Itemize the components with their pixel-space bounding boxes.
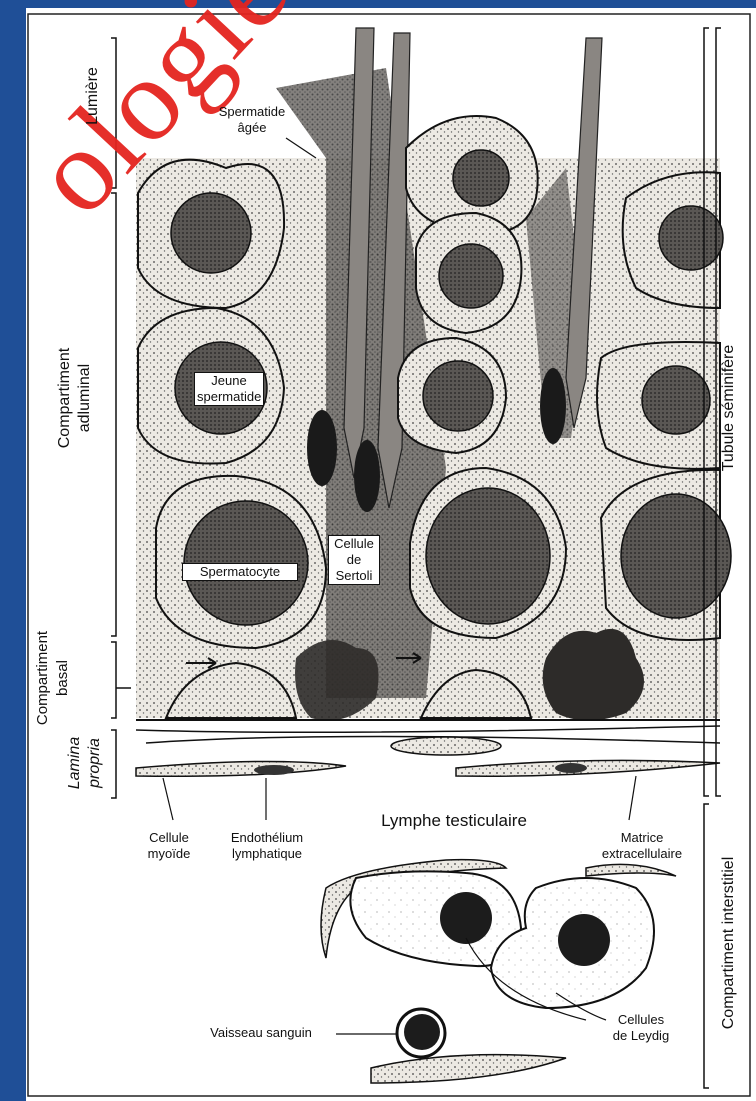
- label-compartiment-interstitiel: Compartiment interstitiel: [720, 803, 738, 1083]
- label-cellule-myoide: Cellule myoïde: [124, 830, 214, 862]
- label-cellules-de-leydig: Cellules de Leydig: [596, 1012, 686, 1044]
- label-spermatocyte: Spermatocyte: [182, 563, 298, 581]
- label-lymphe-testiculaire: Lymphe testiculaire: [344, 813, 564, 829]
- figure-page: ologie C Lumière Compartiment adluminal …: [26, 8, 756, 1101]
- label-endothelium-lymphatique: Endothélium lymphatique: [212, 830, 322, 862]
- label-cellule-de-sertoli: Cellule de Sertoli: [328, 535, 380, 585]
- label-vaisseau-sanguin: Vaisseau sanguin: [186, 1025, 336, 1041]
- label-lumiere: Lumière: [84, 36, 102, 156]
- label-spermatide-agee: Spermatide âgée: [202, 104, 302, 136]
- label-tubule-seminifere: Tubule séminifère: [720, 298, 738, 518]
- label-matrice-extracellulaire: Matrice extracellulaire: [582, 830, 702, 862]
- label-jeune-spermatide: Jeune spermatide: [194, 372, 264, 406]
